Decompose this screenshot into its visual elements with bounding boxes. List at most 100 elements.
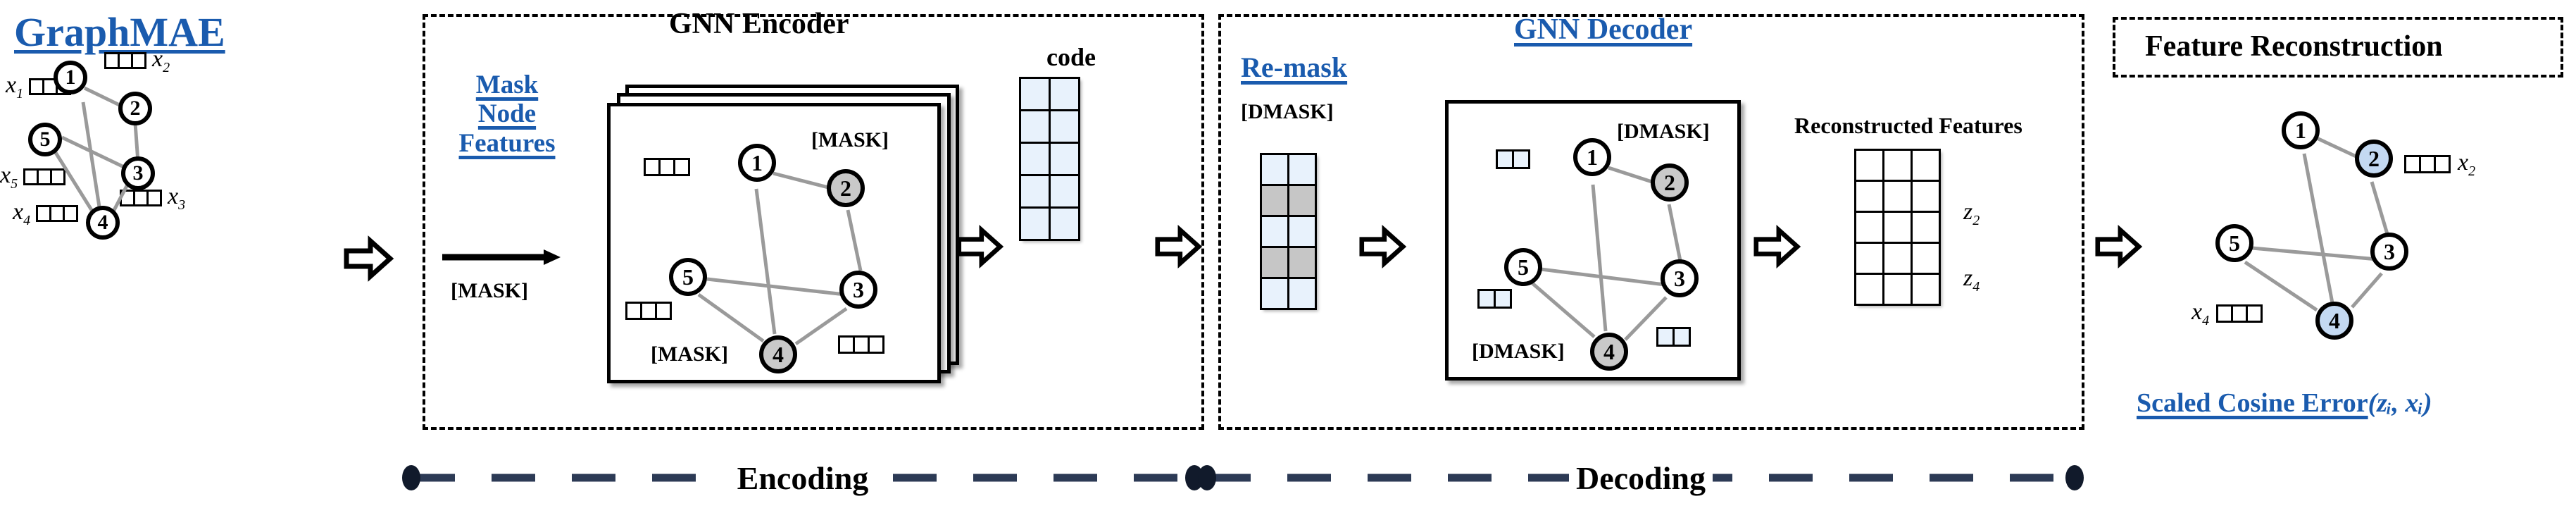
recon-matrix-row bbox=[1853, 210, 1941, 244]
output-node-3[interactable]: 3 bbox=[2370, 233, 2408, 271]
input-feature-x2-vector bbox=[104, 52, 146, 70]
input-graph-node-2[interactable]: 2 bbox=[118, 92, 152, 125]
input-graph-node-1[interactable]: 1 bbox=[54, 61, 87, 94]
mask-token-label: [MASK] bbox=[451, 279, 528, 302]
encoder-graph: [MASK] [MASK] 1 2 3 4 5 bbox=[607, 103, 941, 383]
output-feature-x4-label: x4 bbox=[2192, 299, 2210, 328]
encoding-rail-label: Encoding bbox=[730, 459, 876, 497]
encoder-node-1[interactable]: 1 bbox=[738, 144, 776, 182]
mask-label-line-2: Node bbox=[477, 99, 537, 129]
remask-matrix-row bbox=[1259, 152, 1317, 186]
code-title: code bbox=[1046, 43, 1096, 71]
input-graph-node-3[interactable]: 3 bbox=[121, 156, 155, 190]
decoder-dmask-label-4: [DMASK] bbox=[1472, 340, 1565, 363]
input-feature-x2-label: x2 bbox=[152, 46, 170, 75]
input-feature-x4-vector bbox=[36, 205, 79, 223]
dmask-token-label: [DMASK] bbox=[1241, 100, 1334, 123]
mask-label-line-1: Mask bbox=[475, 70, 539, 99]
decoder-dmask-label-2: [DMASK] bbox=[1617, 120, 1710, 143]
encoding-rail-line bbox=[402, 465, 1203, 490]
encoder-mask-label-2: [MASK] bbox=[811, 128, 889, 152]
encoder-graph-edges bbox=[697, 171, 863, 346]
recon-matrix-row bbox=[1853, 179, 1941, 213]
output-feature-x4: x4 bbox=[2192, 299, 2263, 329]
input-feature-x4: x4 bbox=[13, 199, 79, 229]
code-matrix-row bbox=[1018, 141, 1080, 176]
recon-row-label-z2: z2 bbox=[1963, 199, 1980, 228]
output-node-5[interactable]: 5 bbox=[2215, 224, 2253, 262]
encoder-node-5[interactable]: 5 bbox=[669, 258, 707, 296]
recon-matrix-row bbox=[1853, 272, 1941, 306]
mask-label-line-3: Features bbox=[458, 128, 556, 158]
decoder-feature-vector-5 bbox=[1477, 289, 1512, 309]
encoder-node-3[interactable]: 3 bbox=[839, 271, 877, 309]
input-feature-x1: x1 bbox=[6, 72, 72, 102]
flow-arrow-1 bbox=[344, 235, 394, 282]
input-feature-x3-label: x3 bbox=[168, 183, 186, 213]
flow-arrow-5 bbox=[1753, 225, 1801, 268]
remask-matrix-row bbox=[1259, 245, 1317, 279]
decoder-node-2[interactable]: 2 bbox=[1651, 163, 1689, 202]
decoding-rail-label: Decoding bbox=[1569, 459, 1713, 497]
input-graph: x1 x2 x5 x4 bbox=[0, 46, 331, 388]
mask-arrow bbox=[442, 248, 562, 266]
decoder-graph: [DMASK] [DMASK] 1 2 3 4 5 bbox=[1445, 100, 1741, 381]
flow-arrow-2 bbox=[956, 225, 1004, 268]
flow-arrow-6 bbox=[2095, 225, 2143, 268]
recon-matrix-row bbox=[1853, 148, 1941, 182]
remask-matrix bbox=[1259, 152, 1317, 310]
loss-function-name: Scaled Cosine Error bbox=[2137, 388, 2368, 418]
decoder-feature-vector-3 bbox=[1656, 327, 1691, 347]
output-feature-x2-label: x2 bbox=[2458, 149, 2476, 179]
flow-arrow-4 bbox=[1359, 225, 1407, 268]
output-feature-x4-vector bbox=[2216, 304, 2263, 323]
decoding-rail: Decoding bbox=[1197, 457, 2084, 499]
input-graph-edges bbox=[53, 86, 140, 214]
input-feature-x2: x2 bbox=[104, 46, 170, 76]
output-feature-x2: x2 bbox=[2404, 149, 2475, 180]
reconstructed-features-matrix bbox=[1853, 148, 1941, 306]
gnn-decoder-title: GNN Decoder bbox=[1514, 13, 1693, 46]
gnn-encoder-title: GNN Encoder bbox=[669, 8, 849, 40]
code-matrix-row bbox=[1018, 206, 1080, 241]
code-matrix bbox=[1018, 76, 1080, 241]
remask-matrix-row bbox=[1259, 214, 1317, 248]
code-matrix-row bbox=[1018, 76, 1080, 111]
output-graph-edges bbox=[2244, 136, 2389, 312]
code-matrix-row bbox=[1018, 109, 1080, 144]
feature-reconstruction-title: Feature Reconstruction bbox=[2145, 30, 2443, 63]
encoding-section bbox=[423, 14, 1204, 430]
decoder-graph-edges bbox=[1531, 166, 1682, 341]
input-graph-node-5[interactable]: 5 bbox=[28, 123, 62, 156]
output-graph: x2 x4 1 2 3 4 5 bbox=[2148, 99, 2542, 381]
loss-function-label: Scaled Cosine Error (zᵢ, xᵢ) bbox=[2137, 388, 2432, 419]
decoder-feature-vector-1 bbox=[1496, 149, 1530, 169]
output-node-4[interactable]: 4 bbox=[2315, 302, 2353, 340]
encoder-mask-label-4: [MASK] bbox=[651, 342, 728, 366]
reconstructed-features-title: Reconstructed Features bbox=[1794, 113, 2022, 138]
encoding-rail: Encoding bbox=[401, 457, 1204, 499]
decoder-node-1[interactable]: 1 bbox=[1573, 138, 1611, 176]
remask-matrix-row bbox=[1259, 276, 1317, 310]
code-matrix-row bbox=[1018, 173, 1080, 209]
decoder-node-5[interactable]: 5 bbox=[1504, 248, 1542, 286]
input-feature-x5: x5 bbox=[0, 162, 66, 192]
output-feature-x2-vector bbox=[2404, 155, 2451, 174]
recon-matrix-row bbox=[1853, 241, 1941, 275]
mask-node-features-label: Mask Node Features bbox=[437, 70, 577, 158]
output-node-1[interactable]: 1 bbox=[2282, 111, 2320, 149]
flow-arrow-3 bbox=[1155, 225, 1203, 268]
feature-reconstruction-section bbox=[2113, 17, 2563, 78]
input-graph-node-4[interactable]: 4 bbox=[86, 206, 120, 240]
input-feature-x5-vector bbox=[23, 168, 66, 186]
recon-row-label-z4: z4 bbox=[1963, 265, 1980, 295]
encoder-feature-vector-3 bbox=[838, 335, 884, 354]
output-node-2[interactable]: 2 bbox=[2355, 140, 2393, 178]
encoder-feature-vector-1 bbox=[644, 158, 690, 176]
encoder-node-2[interactable]: 2 bbox=[827, 169, 865, 207]
decoder-node-3[interactable]: 3 bbox=[1661, 259, 1699, 297]
page-title: GraphMAE bbox=[14, 9, 225, 55]
encoder-node-4[interactable]: 4 bbox=[759, 335, 797, 373]
remask-title: Re-mask bbox=[1241, 51, 1348, 83]
decoder-node-4[interactable]: 4 bbox=[1590, 333, 1628, 371]
